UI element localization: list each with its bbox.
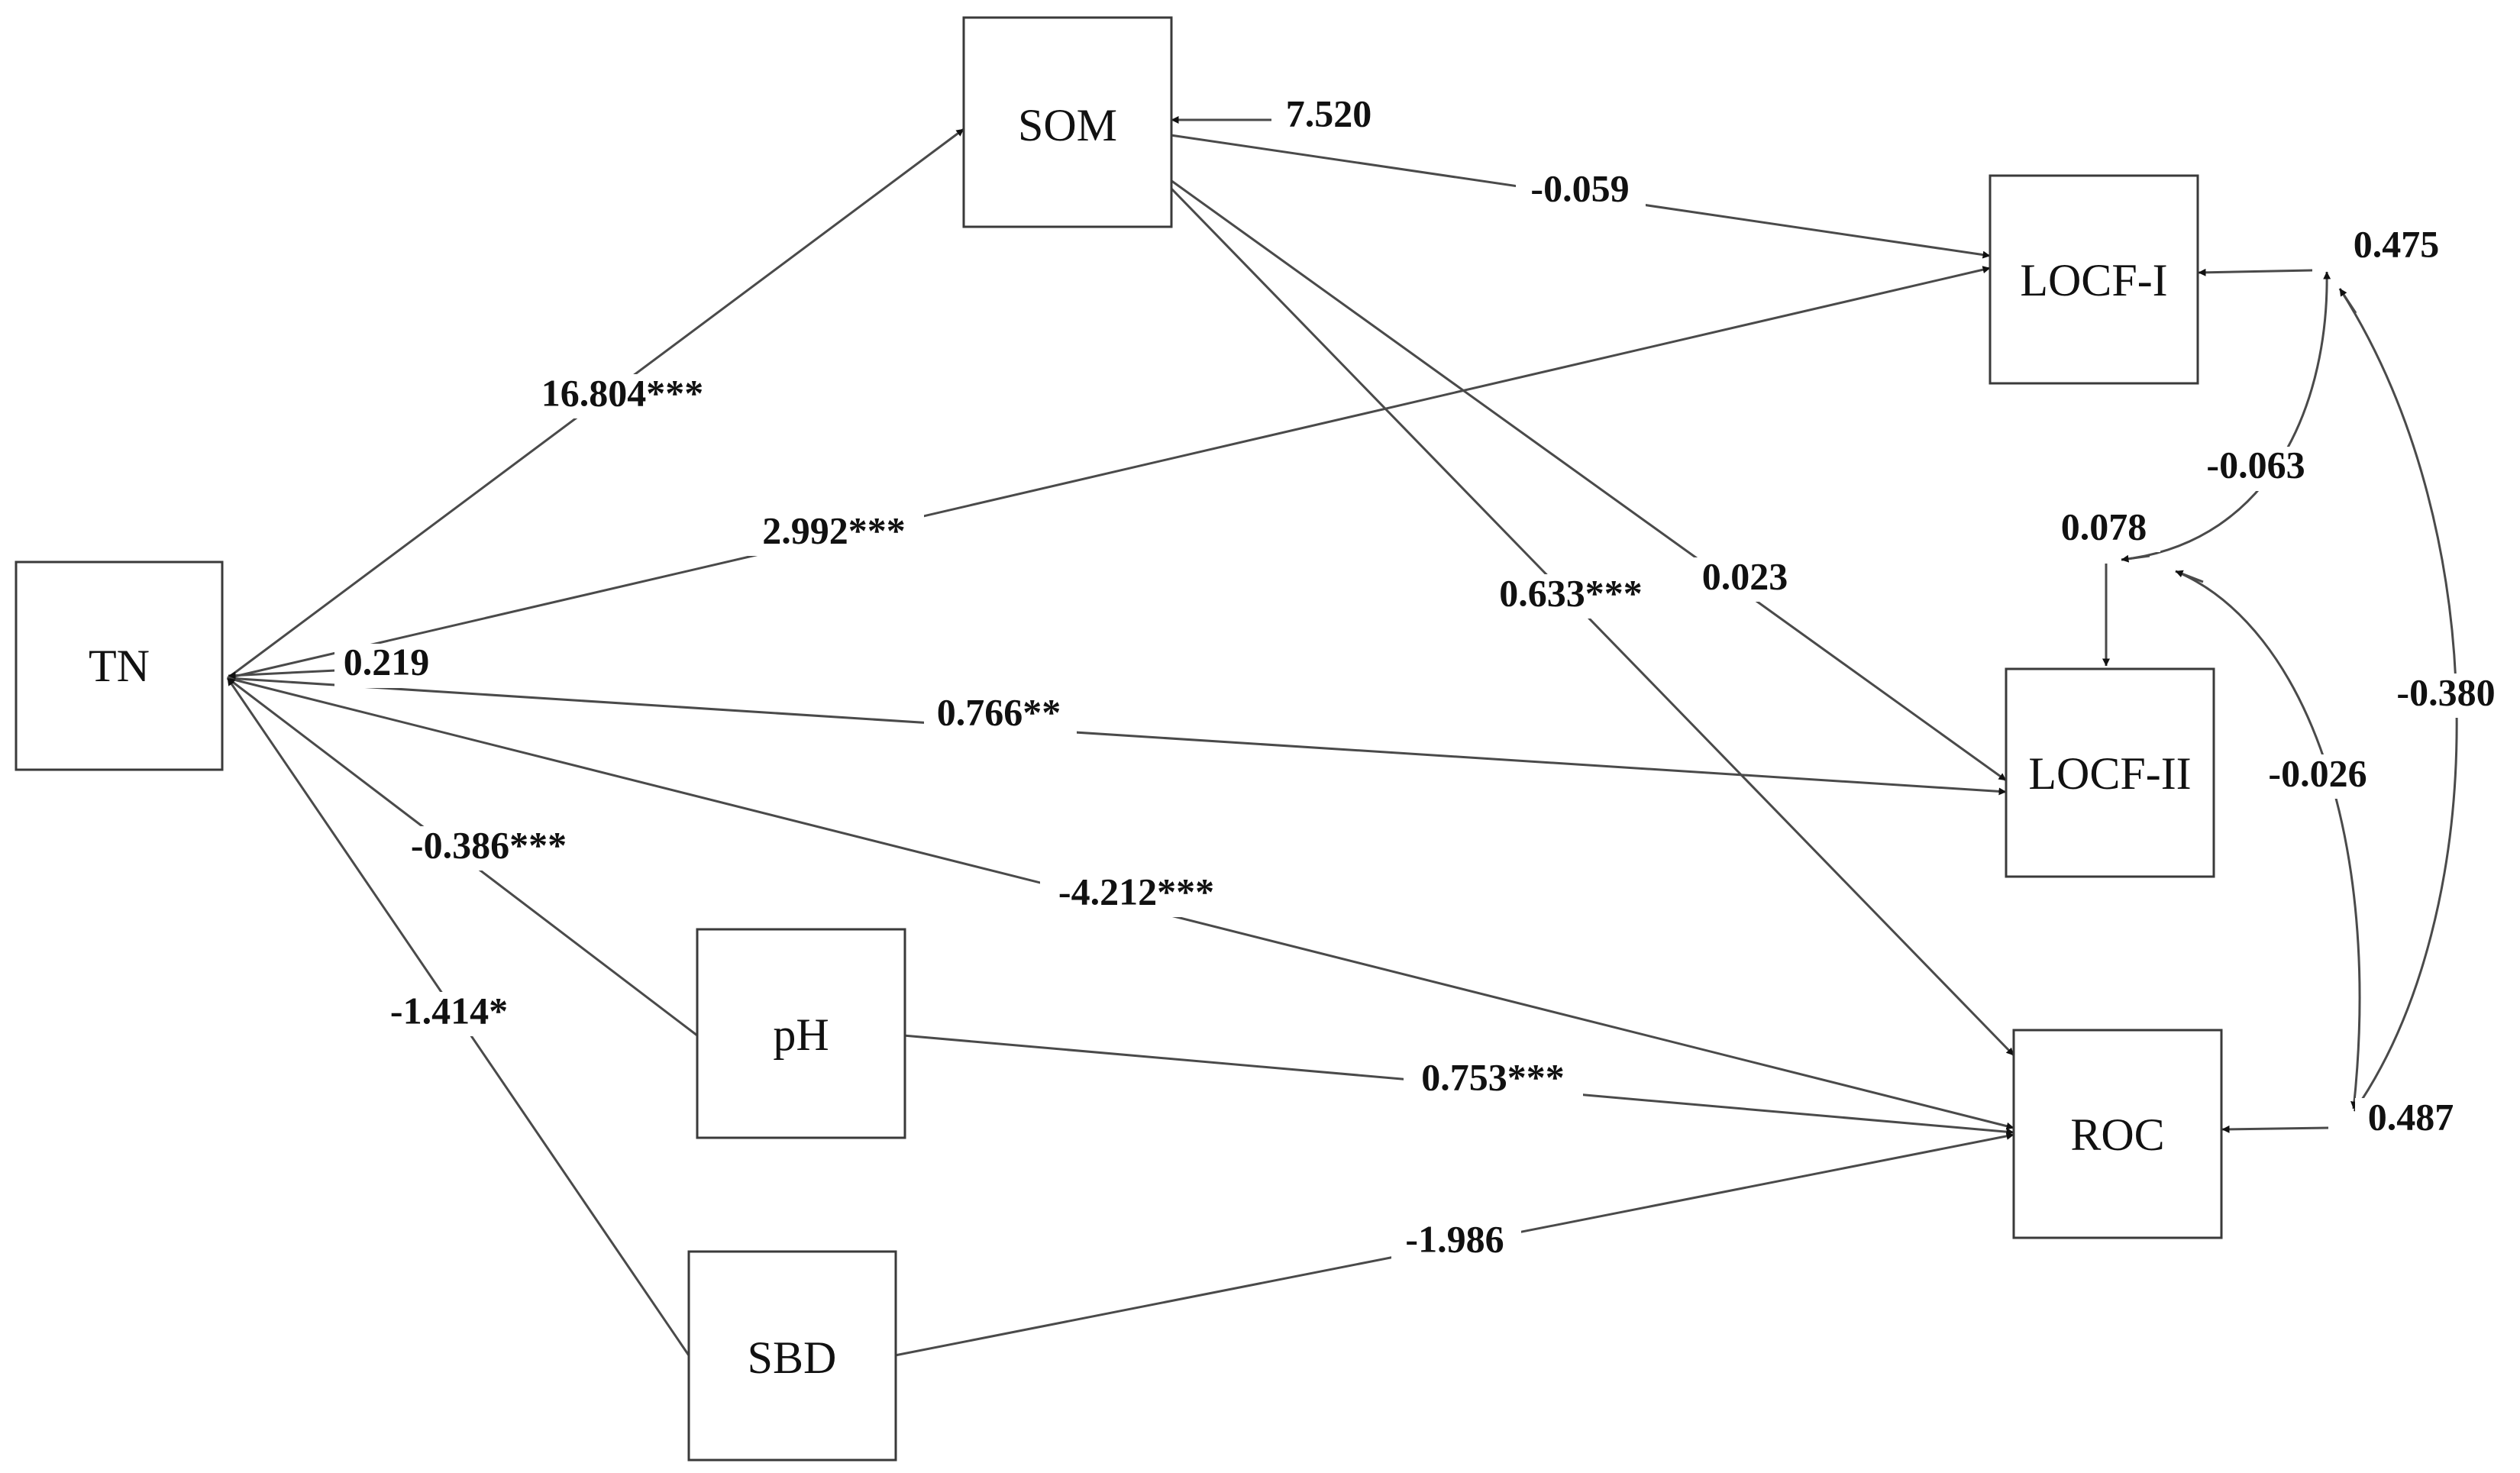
label-sbd-roc: -1.986 xyxy=(1405,1217,1504,1260)
label-tn-roc: -4.212*** xyxy=(1058,870,1214,913)
edge-som-locf2 xyxy=(1170,179,2007,782)
node-roc: ROC xyxy=(2012,1029,2223,1239)
node-locf1: LOCF-I xyxy=(1989,174,2199,385)
variance-som: 7.520 xyxy=(1286,92,1372,134)
edge-tn-locf2 xyxy=(227,677,2007,796)
variance-roc: 0.487 xyxy=(2368,1095,2454,1138)
cov-label-locf1-locf2: -0.063 xyxy=(2206,443,2305,486)
node-locf2: LOCF-II xyxy=(2005,667,2215,878)
node-som: SOM xyxy=(962,16,1173,228)
node-locf1-label: LOCF-I xyxy=(2020,255,2167,305)
cov-locf1-locf2-head xyxy=(2121,554,2150,563)
label-som-locf1: -0.059 xyxy=(1530,166,1629,209)
node-roc-label: ROC xyxy=(2070,1110,2164,1160)
label-tn-som: 16.804*** xyxy=(541,371,704,414)
variance-locf1: 0.475 xyxy=(2354,222,2440,265)
label-ph-roc: 0.753*** xyxy=(1421,1055,1565,1098)
node-sbd: SBD xyxy=(687,1250,897,1462)
node-ph-label: pH xyxy=(773,1009,829,1060)
node-ph: pH xyxy=(696,928,906,1139)
node-tn: TN xyxy=(15,560,224,771)
cov-label-locf2-roc: -0.026 xyxy=(2268,751,2367,794)
label-som-roc: 0.633*** xyxy=(1499,571,1643,614)
variance-tn: 0.219 xyxy=(344,640,430,683)
variance-locf2: 0.078 xyxy=(2061,505,2147,548)
edge-som-roc xyxy=(1169,186,2015,1057)
edge-var-tn xyxy=(228,669,337,680)
labels: 16.804*** 2.992*** 0.766** -4.212*** -0.… xyxy=(334,92,2509,1265)
label-som-locf2: 0.023 xyxy=(1702,554,1788,597)
cov-locf1-roc xyxy=(2338,288,2458,1112)
node-tn-label: TN xyxy=(89,641,150,691)
cov-locf2-roc-head xyxy=(2175,570,2204,583)
label-tn-ph: -0.386*** xyxy=(411,823,567,866)
label-tn-sbd: -1.414* xyxy=(390,989,508,1032)
node-sbd-label: SBD xyxy=(748,1332,837,1383)
node-locf2-label: LOCF-II xyxy=(2028,748,2191,799)
label-tn-locf2: 0.766** xyxy=(937,690,1061,733)
node-som-label: SOM xyxy=(1018,100,1117,150)
cov-label-locf1-roc: -0.380 xyxy=(2396,670,2495,713)
label-tn-locf1: 2.992*** xyxy=(762,509,906,551)
cov-locf1-roc-head xyxy=(2338,288,2357,314)
edge-var-roc xyxy=(2221,1125,2329,1133)
edge-var-locf1 xyxy=(2198,268,2313,276)
edge-tn-locf1 xyxy=(227,266,1991,680)
